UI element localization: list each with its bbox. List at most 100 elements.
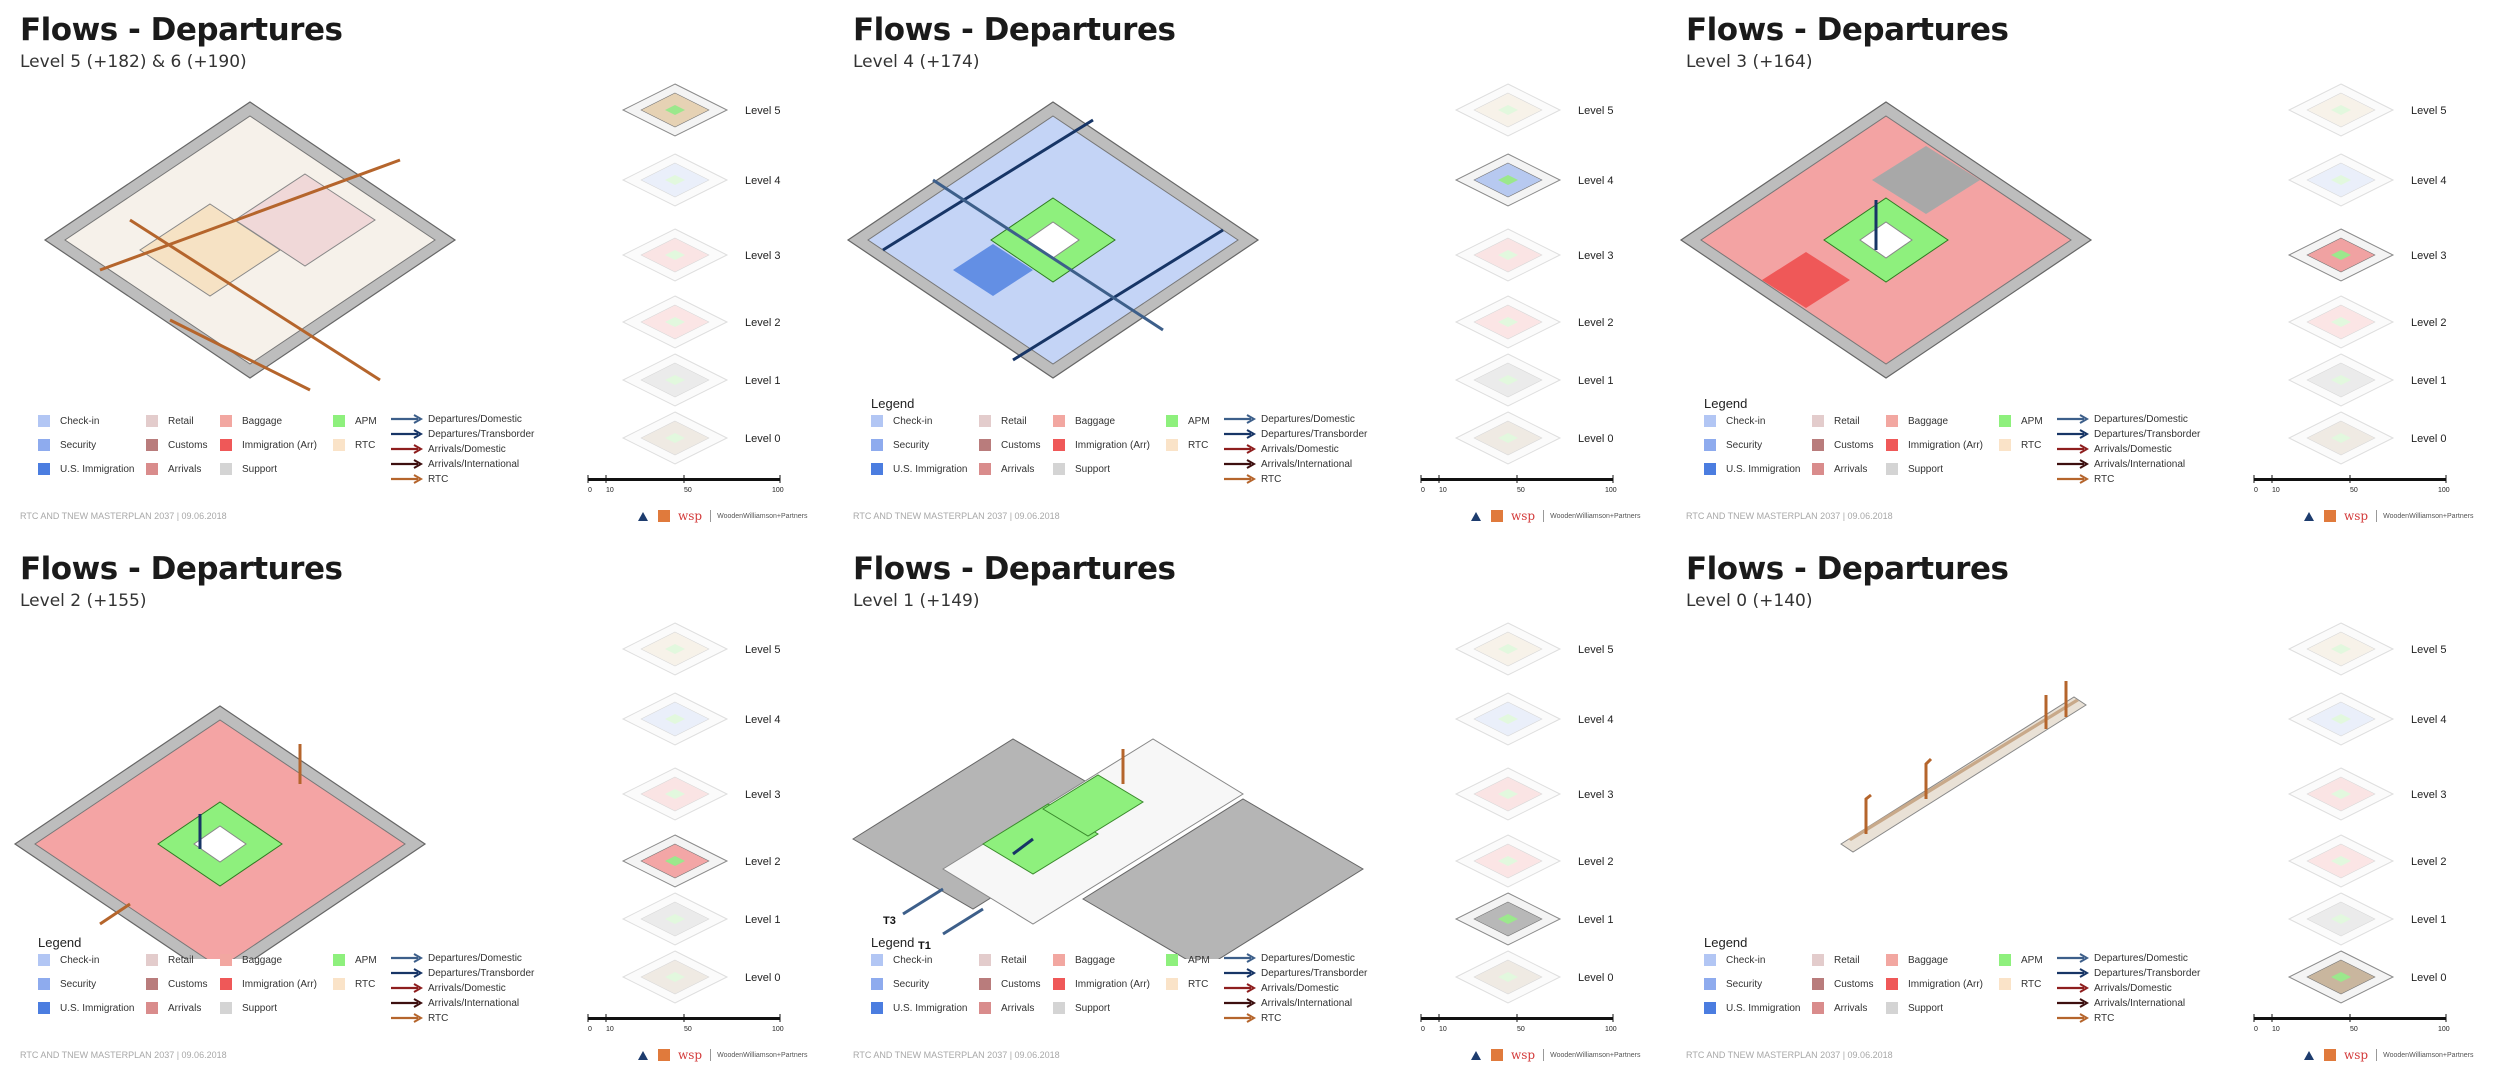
legend-label: APM xyxy=(355,954,377,966)
panel-subtitle: Level 4 (+174) xyxy=(853,52,980,72)
legend-label: RTC xyxy=(2094,473,2115,485)
legend-color-swatch xyxy=(1053,463,1065,475)
legend-color-swatch xyxy=(1999,978,2011,990)
legend-color-swatch xyxy=(871,463,883,475)
legend-swatch-item: Arrivals xyxy=(1812,1001,1867,1015)
legend-color-swatch xyxy=(1812,463,1824,475)
level-stack-slab xyxy=(621,83,729,137)
legend-label: APM xyxy=(2021,415,2043,427)
level-stack-slab xyxy=(1454,353,1562,407)
legend-flow-item: RTC xyxy=(2056,1011,2114,1025)
legend-label: Baggage xyxy=(242,415,283,427)
legend-color-swatch xyxy=(146,978,158,990)
legend-color-swatch xyxy=(1166,978,1178,990)
consultant-logos: wsp WoodenWilliamson+Partners xyxy=(636,506,831,526)
scale-tick-label: 100 M xyxy=(772,1026,784,1033)
legend-swatch-item: Baggage xyxy=(1053,414,1115,428)
legend-label: APM xyxy=(355,415,377,427)
legend-swatch-item: Arrivals xyxy=(146,462,201,476)
legend-label: Baggage xyxy=(242,954,283,966)
wsp-logo: wsp xyxy=(2344,509,2369,523)
wsp-logo: wsp xyxy=(1511,509,1536,523)
scale-tick-label: 0 xyxy=(2254,487,2258,494)
legend-label: Check-in xyxy=(893,415,933,427)
legend-swatch-item: U.S. Immigration xyxy=(1704,462,1800,476)
level-stack-slab xyxy=(621,692,729,746)
legend-label: Arrivals xyxy=(168,463,202,475)
legend-swatch-item: Arrivals xyxy=(146,1001,201,1015)
flow-arrow-icon xyxy=(2057,983,2090,993)
legend-flow-item: Departures/Domestic xyxy=(1223,412,1355,426)
flow-arrow-icon xyxy=(391,444,424,454)
legend-label: Arrivals xyxy=(1001,463,1035,475)
legend-color-swatch xyxy=(1886,954,1898,966)
level-stack-slab xyxy=(1454,83,1562,137)
legend-label: RTC xyxy=(1261,1012,1282,1024)
legend-color-swatch xyxy=(220,463,232,475)
level-stack-slab xyxy=(621,767,729,821)
legend-label: Retail xyxy=(168,415,194,427)
legend-flow-item: Departures/Transborder xyxy=(390,427,534,441)
studio-logo: WoodenWilliamson+Partners xyxy=(717,512,808,520)
legend-label: Check-in xyxy=(60,415,100,427)
scale-tick-label: 0 xyxy=(1421,487,1425,494)
legend-swatch-item: Customs xyxy=(979,438,1040,452)
legend-flow-item: Departures/Domestic xyxy=(2056,951,2188,965)
level-stack-label: Level 0 xyxy=(2411,433,2446,445)
level-stack-slab xyxy=(621,834,729,888)
legend-color-swatch xyxy=(979,1002,991,1014)
level-stack-label: Level 4 xyxy=(745,175,780,187)
partner-logo-icon xyxy=(658,1049,670,1061)
level-stack-label: Level 3 xyxy=(1578,789,1613,801)
logo-divider xyxy=(1543,510,1545,522)
level-stack-slab xyxy=(621,411,729,465)
legend-label: Immigration (Arr) xyxy=(1908,439,1984,451)
level-stack-slab xyxy=(1454,295,1562,349)
legend-swatch-item: Immigration (Arr) xyxy=(220,438,317,452)
scale-tick-label: 10 xyxy=(2272,487,2280,494)
legend-color-swatch xyxy=(1166,954,1178,966)
legend-color-swatch xyxy=(1166,439,1178,451)
isometric-floor-plan xyxy=(1679,101,2093,379)
level-stack-label: Level 2 xyxy=(1578,856,1613,868)
legend-flow-item: Arrivals/Domestic xyxy=(390,981,506,995)
partner-logo-icon xyxy=(658,510,670,522)
legend-label: RTC xyxy=(1261,473,1282,485)
terminal-callout: T1 xyxy=(918,940,931,952)
legend-color-swatch xyxy=(146,1002,158,1014)
legend-color-swatch xyxy=(1704,439,1716,451)
level-stack-label: Level 3 xyxy=(745,789,780,801)
legend-color-swatch xyxy=(871,954,883,966)
legend-flow-item: Arrivals/International xyxy=(390,996,519,1010)
panel-title: Flows - Departures xyxy=(853,551,1176,587)
legend-color-swatch xyxy=(220,439,232,451)
legend-swatch-item: Retail xyxy=(979,414,1027,428)
legend-swatch-item: Immigration (Arr) xyxy=(1053,438,1150,452)
legend-color-swatch xyxy=(1704,954,1716,966)
level-stack-label: Level 5 xyxy=(2411,644,2446,656)
legend-label: Arrivals xyxy=(1834,463,1868,475)
legend-color-swatch xyxy=(38,463,50,475)
legend-color-swatch xyxy=(871,415,883,427)
legend-label: U.S. Immigration xyxy=(1726,463,1801,475)
panel-title: Flows - Departures xyxy=(20,551,343,587)
legend-flow-item: Departures/Domestic xyxy=(2056,412,2188,426)
legend-swatch-item: RTC xyxy=(1166,977,1208,991)
legend-swatch-item: Retail xyxy=(979,953,1027,967)
authority-logo-icon xyxy=(1471,1051,1481,1060)
legend-swatch-item: RTC xyxy=(1999,438,2041,452)
logo-divider xyxy=(2376,510,2378,522)
level-stack-slab xyxy=(1454,892,1562,946)
authority-logo-icon xyxy=(2304,1051,2314,1060)
wsp-logo: wsp xyxy=(678,509,703,523)
legend-flow-item: Arrivals/Domestic xyxy=(1223,981,1339,995)
